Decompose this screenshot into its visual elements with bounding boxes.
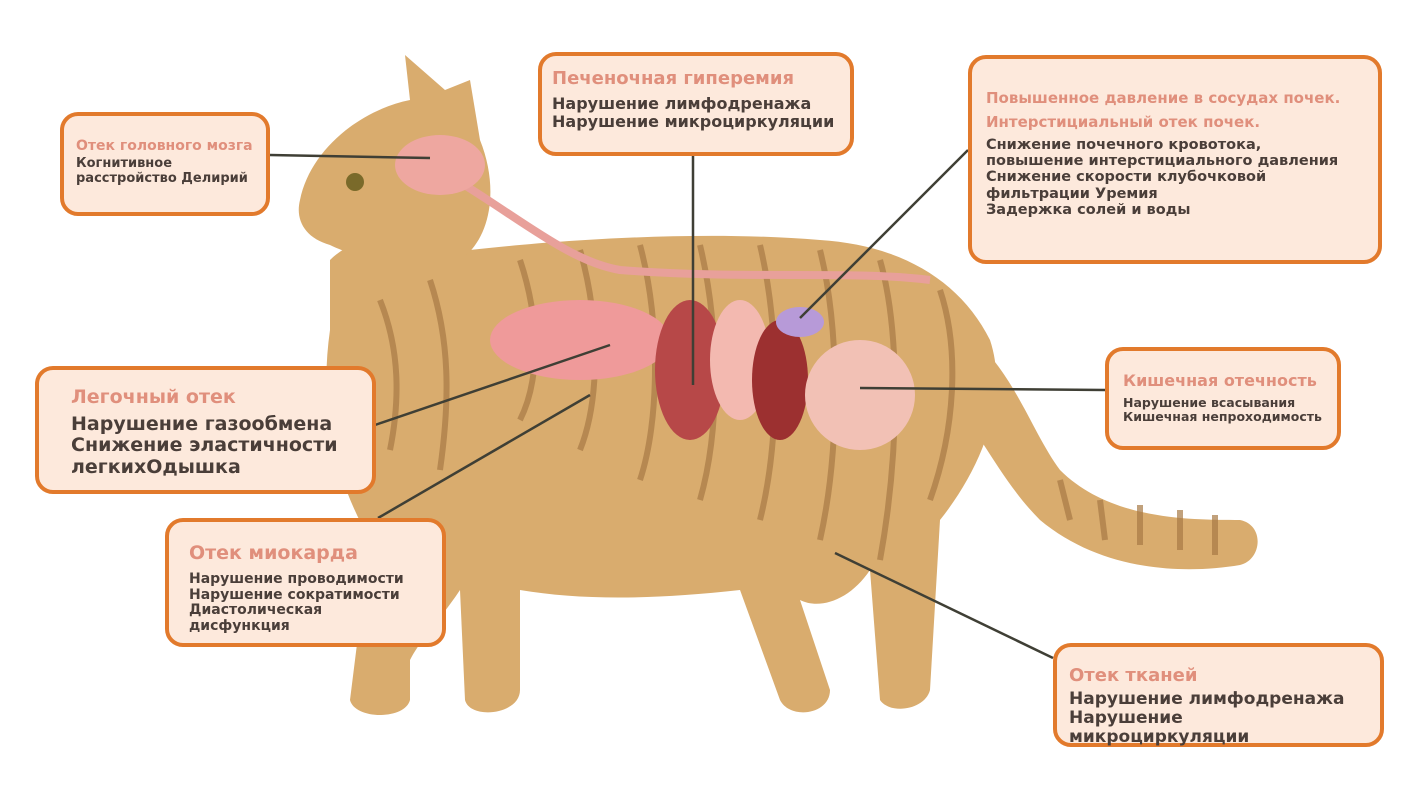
callout-line: расстройство Делирий <box>76 170 248 186</box>
callout-title: Кишечная отечность <box>1123 371 1317 390</box>
callout-line: Кишечная непроходимость <box>1123 409 1322 424</box>
callout-line: Нарушение проводимости <box>189 571 404 587</box>
leader-brain <box>269 153 431 160</box>
callout-line: легкихОдышка <box>71 455 241 478</box>
callout-title: Отек миокарда <box>189 542 358 564</box>
callout-line: Нарушение лимфодренажа <box>552 94 812 113</box>
callout-line: Когнитивное <box>76 156 173 171</box>
callout-line: Снижение почечного кровотока, <box>986 137 1262 153</box>
callout-title: Печеночная гиперемия <box>552 68 795 89</box>
callout-tissue: Отек тканей Нарушение лимфодренажа Наруш… <box>1053 643 1384 747</box>
callout-line: Снижение эластичности <box>71 434 338 457</box>
organs <box>395 135 931 450</box>
callout-title: Повышенное давление в сосудах почек. <box>986 89 1341 107</box>
callout-line: повышение интерстициального давления <box>986 153 1339 170</box>
callout-line: Нарушение газообмена <box>71 413 333 435</box>
callout-line: Нарушение микроциркуляции <box>552 111 835 131</box>
leader-lung <box>374 343 611 427</box>
leader-intestine <box>859 386 1106 392</box>
callout-line: Нарушение сократимости <box>189 586 400 603</box>
callout-heart: Отек миокарда Нарушение проводимости Нар… <box>165 518 446 647</box>
callout-line: Диастолическая дисфункция <box>189 602 323 635</box>
leader-lines <box>269 149 1106 660</box>
callout-title: Отек тканей <box>1069 665 1198 686</box>
callout-title: Легочный отек <box>71 386 236 408</box>
callout-intestine: Кишечная отечность Нарушение всасывания … <box>1105 347 1341 450</box>
callout-liver: Печеночная гиперемия Нарушение лимфодрен… <box>538 52 854 156</box>
callout-lung: Легочный отек Нарушение газообмена Сниже… <box>35 366 376 494</box>
leader-tissue <box>834 551 1054 660</box>
leader-kidney <box>799 149 969 319</box>
callout-line: Нарушение всасывания <box>1123 395 1296 410</box>
callout-line: Нарушение лимфодренажа <box>1069 689 1345 709</box>
callout-title: Отек головного мозга <box>76 138 253 154</box>
callout-line: фильтрации Уремия <box>986 185 1158 202</box>
callout-line: Снижение скорости клубочковой <box>986 169 1267 186</box>
leader-heart <box>377 393 591 520</box>
callout-line: Задержка солей и воды <box>986 201 1191 218</box>
callout-line: Нарушение микроциркуляции <box>1069 708 1250 748</box>
callout-title: Интерстициальный отек почек. <box>986 113 1261 131</box>
callout-brain: Отек головного мозга Когнитивное расстро… <box>60 112 270 216</box>
callout-kidney: Повышенное давление в сосудах почек. Инт… <box>968 55 1382 264</box>
